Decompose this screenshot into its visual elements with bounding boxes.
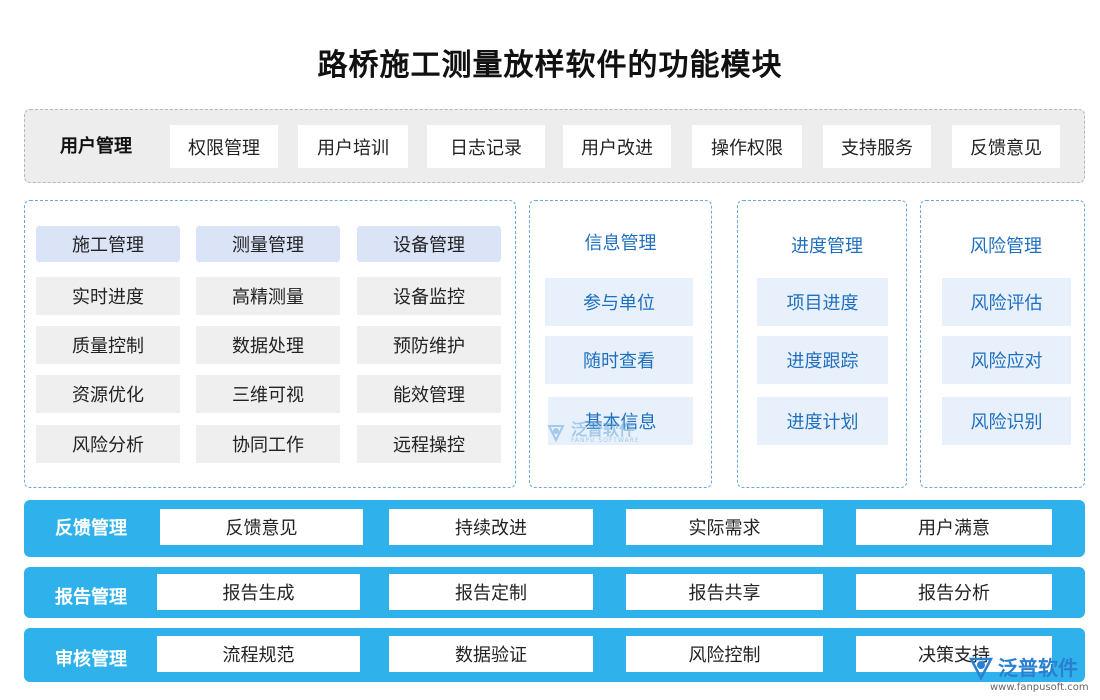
fanpu-logo-icon bbox=[968, 657, 994, 681]
bar-item: 数据验证 bbox=[389, 636, 593, 672]
watermark-subtext: FANPU SOFTWARE bbox=[571, 436, 640, 444]
module-item: 风险分析 bbox=[36, 425, 180, 463]
user-management-label: 用户管理 bbox=[60, 136, 132, 157]
bar-item: 风险控制 bbox=[626, 636, 823, 672]
bar-item: 持续改进 bbox=[389, 509, 593, 545]
module-item: 质量控制 bbox=[36, 326, 180, 364]
module-item: 三维可视 bbox=[196, 375, 340, 413]
brand-logo-text: 泛普软件 bbox=[998, 656, 1078, 680]
module-item: 设备监控 bbox=[357, 277, 501, 315]
bar-item: 实际需求 bbox=[626, 509, 823, 545]
progress-item: 项目进度 bbox=[757, 278, 888, 326]
bar-item: 报告定制 bbox=[389, 574, 593, 610]
module-head-construction: 施工管理 bbox=[36, 226, 180, 262]
module-item: 远程操控 bbox=[357, 425, 501, 463]
bar-item: 流程规范 bbox=[157, 636, 360, 672]
progress-item: 进度跟踪 bbox=[757, 336, 888, 384]
module-head-survey: 测量管理 bbox=[196, 226, 340, 262]
watermark-text: 泛普软件 bbox=[571, 419, 636, 439]
bar-item: 用户满意 bbox=[856, 509, 1052, 545]
top-item-permission: 权限管理 bbox=[170, 125, 278, 168]
module-item: 能效管理 bbox=[357, 375, 501, 413]
module-item: 预防维护 bbox=[357, 326, 501, 364]
brand-url: www.fanpusoft.com bbox=[990, 682, 1089, 693]
module-item: 协同工作 bbox=[196, 425, 340, 463]
risk-item: 风险评估 bbox=[942, 278, 1071, 326]
audit-management-label: 审核管理 bbox=[55, 649, 127, 670]
brand-logo: 泛普软件 bbox=[968, 655, 1078, 681]
module-head-equipment: 设备管理 bbox=[357, 226, 501, 262]
page-title: 路桥施工测量放样软件的功能模块 bbox=[317, 48, 783, 83]
module-item: 实时进度 bbox=[36, 277, 180, 315]
bar-item: 决策支持 bbox=[856, 636, 1052, 672]
risk-item: 风险识别 bbox=[942, 397, 1071, 445]
risk-item: 风险应对 bbox=[942, 336, 1071, 384]
info-item: 参与单位 bbox=[545, 278, 693, 326]
watermark-logo-icon bbox=[547, 425, 565, 443]
module-item: 资源优化 bbox=[36, 375, 180, 413]
info-item: 基本信息 bbox=[548, 397, 693, 445]
progress-item: 进度计划 bbox=[757, 397, 888, 445]
progress-management-title: 进度管理 bbox=[791, 236, 863, 257]
bar-item: 报告共享 bbox=[626, 574, 823, 610]
top-item-log: 日志记录 bbox=[427, 125, 545, 168]
bar-item: 反馈意见 bbox=[160, 509, 363, 545]
bar-item: 报告分析 bbox=[856, 574, 1052, 610]
report-management-label: 报告管理 bbox=[55, 587, 127, 608]
risk-management-title: 风险管理 bbox=[970, 236, 1042, 257]
info-item: 随时查看 bbox=[545, 336, 693, 384]
bar-item: 报告生成 bbox=[157, 574, 360, 610]
top-item-improve: 用户改进 bbox=[563, 125, 671, 168]
feedback-management-label: 反馈管理 bbox=[55, 518, 127, 539]
module-item: 数据处理 bbox=[196, 326, 340, 364]
info-management-title: 信息管理 bbox=[584, 233, 657, 254]
top-item-support: 支持服务 bbox=[823, 125, 931, 168]
watermark: 泛普软件 FANPU SOFTWARE bbox=[545, 419, 640, 444]
top-item-training: 用户培训 bbox=[298, 125, 408, 168]
module-item: 高精测量 bbox=[196, 277, 340, 315]
top-item-feedback: 反馈意见 bbox=[952, 125, 1060, 168]
top-item-operation: 操作权限 bbox=[692, 125, 802, 168]
